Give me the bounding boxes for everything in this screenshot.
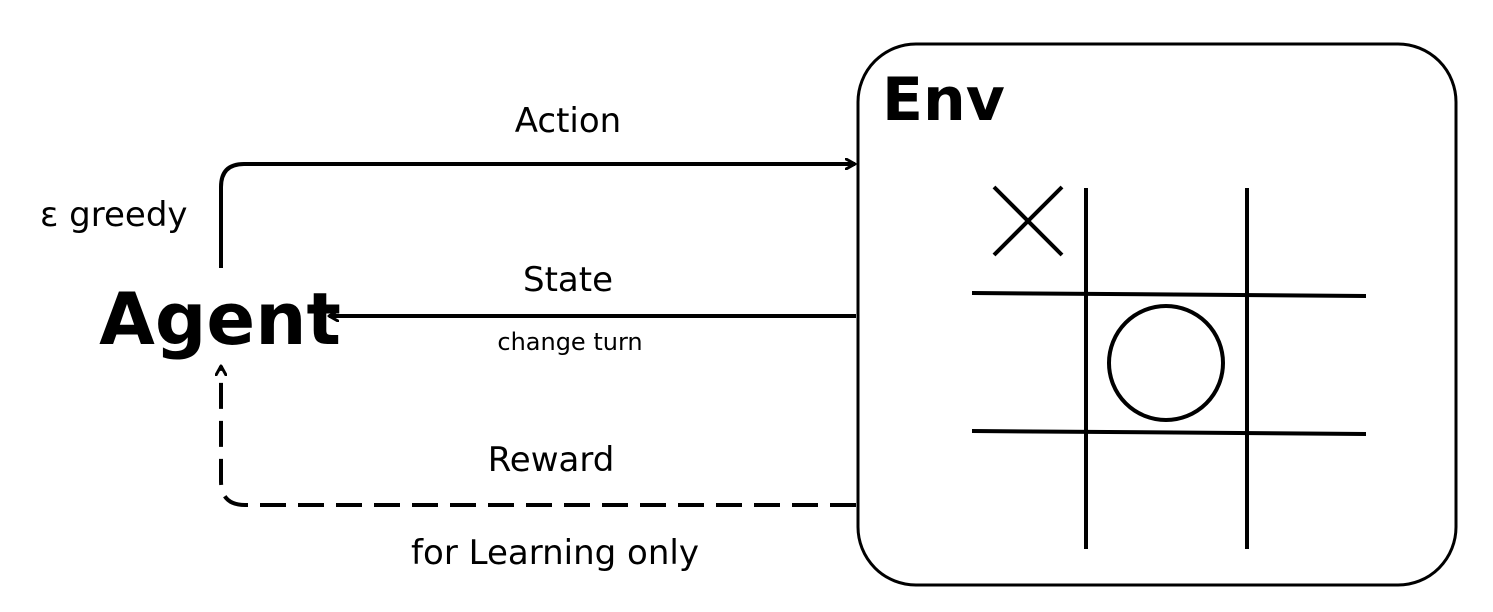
action-note: ε greedy bbox=[40, 195, 188, 235]
grid-line-horizontal-top bbox=[971, 291, 1367, 298]
reward-note: for Learning only bbox=[411, 533, 699, 573]
reward-label: Reward bbox=[488, 440, 615, 480]
grid-line-horizontal-bottom bbox=[971, 429, 1367, 436]
agent-label: Agent bbox=[99, 277, 341, 361]
action-arrow bbox=[219, 164, 855, 268]
reward-arrow bbox=[221, 366, 856, 507]
state-label: State bbox=[523, 260, 613, 300]
env-box bbox=[856, 42, 1458, 587]
x-mark bbox=[992, 185, 1064, 257]
state-note: change turn bbox=[497, 328, 642, 356]
action-label: Action bbox=[515, 101, 621, 141]
o-mark bbox=[1107, 304, 1225, 422]
board-cells bbox=[992, 185, 1225, 422]
env-label: Env bbox=[882, 65, 1005, 135]
tictactoe-board bbox=[971, 185, 1367, 549]
